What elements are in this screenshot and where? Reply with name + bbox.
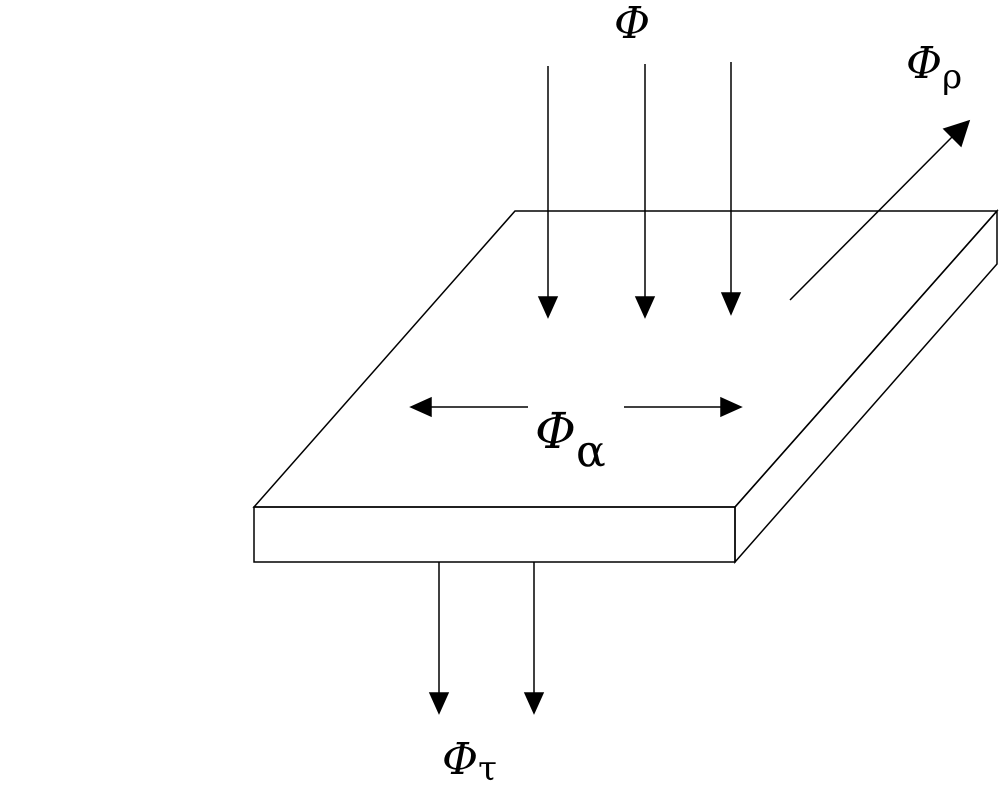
incident-arrow-2-head — [634, 296, 656, 319]
label-transmitted-symbol: Φ — [442, 734, 478, 785]
transmitted-arrow-1-head — [428, 692, 450, 715]
absorbed-arrows — [409, 396, 743, 418]
label-incident: Φ — [614, 0, 650, 49]
reflected-arrow-line — [789, 133, 956, 301]
label-absorbed: Φα — [535, 402, 606, 477]
reflected-arrow-head — [942, 119, 971, 148]
label-absorbed-subscript: α — [576, 426, 606, 477]
plate-front-face — [253, 506, 736, 563]
transmitted-arrows — [428, 562, 545, 715]
reflected-arrow — [789, 119, 971, 301]
incident-arrows — [537, 62, 742, 319]
label-reflected-subscript: ρ — [942, 57, 962, 97]
absorbed-arrow-left-head — [409, 396, 432, 418]
label-transmitted: Φτ — [442, 734, 497, 789]
absorbed-arrow-right-head — [720, 396, 743, 418]
label-reflected: Φρ — [906, 38, 962, 97]
label-reflected-symbol: Φ — [906, 38, 942, 89]
transmitted-arrow-2-head — [523, 692, 545, 715]
plate-top-face — [252, 210, 999, 508]
incident-arrow-3-head — [720, 292, 742, 316]
incident-arrow-1-head — [537, 296, 559, 319]
label-absorbed-symbol: Φ — [535, 402, 576, 460]
plate-right-face — [734, 209, 998, 564]
label-transmitted-subscript: τ — [478, 749, 497, 789]
plate — [252, 209, 999, 564]
